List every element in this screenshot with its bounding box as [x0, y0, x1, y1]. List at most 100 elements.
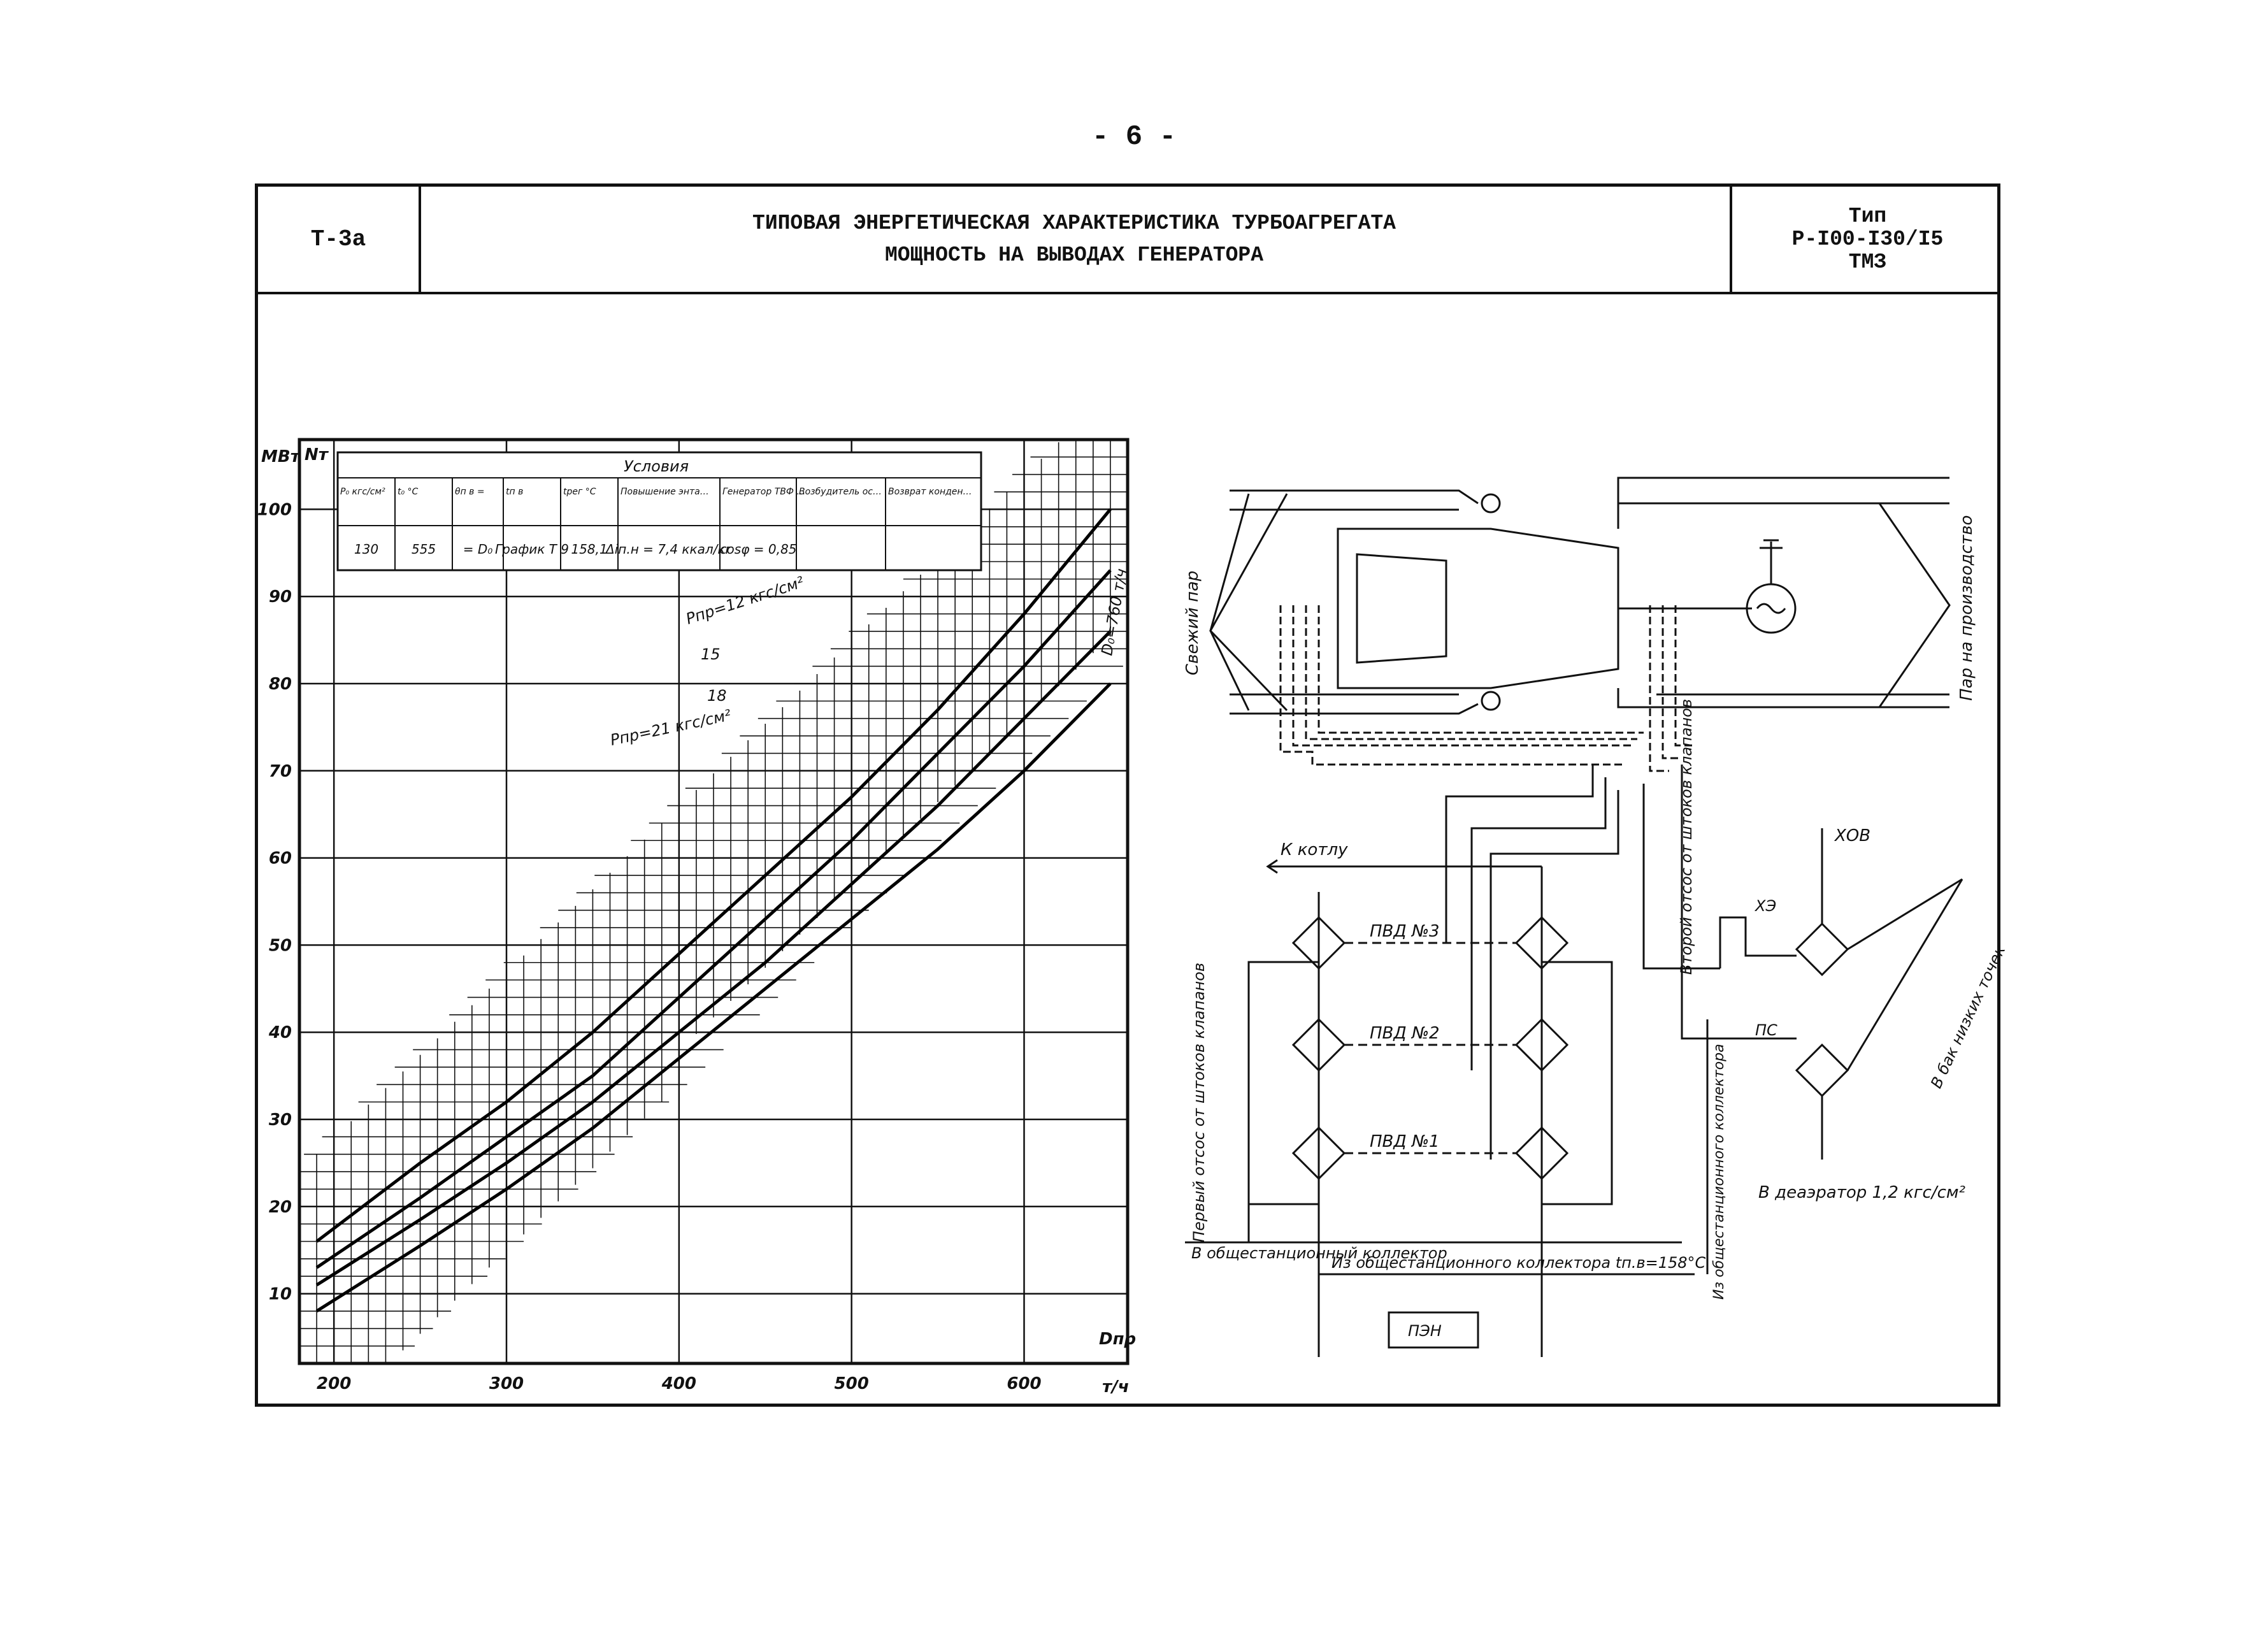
title-block: Т-3а ТИПОВАЯ ЭНЕРГЕТИЧЕСКАЯ ХАРАКТЕРИСТИ… [258, 187, 1997, 294]
title-line-1: ТИПОВАЯ ЭНЕРГЕТИЧЕСКАЯ ХАРАКТЕРИСТИКА ТУ… [752, 211, 1396, 235]
conditions-header-cell: tрег °C [563, 487, 596, 497]
y-tick-label: 90 [269, 587, 292, 607]
conditions-value-cell: = D₀ [463, 542, 493, 557]
exhaust-duct-low [1617, 688, 1949, 708]
y-tick-label: 50 [269, 936, 292, 955]
type-maker: ТМЗ [1848, 250, 1887, 274]
pen-label: ПЭН [1408, 1322, 1442, 1340]
fresh-steam-line-top [1230, 489, 1479, 505]
to-boiler-label: К котлу [1281, 840, 1348, 859]
x-tick-label: 400 [661, 1374, 696, 1393]
pvd1-label: ПВД №1 [1370, 1132, 1440, 1151]
conditions-value-cell: График Т 9 [495, 542, 569, 557]
extraction-line-1 [1489, 790, 1619, 1160]
second-leak-line [1642, 784, 1720, 970]
y-tick-label: 60 [269, 849, 292, 868]
page-number: - 6 - [1091, 121, 1177, 153]
type-model: Р-I00-I30/I5 [1791, 227, 1944, 251]
conditions-header-cell: t₀ °C [398, 487, 419, 497]
conditions-header-cell: Генератор ТВФ … [722, 487, 805, 497]
to-common-header-label: В общестанционный коллектор [1191, 1244, 1447, 1262]
low-points-line-2 [1846, 879, 1963, 1071]
fresh-steam-v2 [1209, 493, 1250, 711]
exhaust-duct [1617, 477, 1949, 529]
conditions-header-cell: θп в = [455, 487, 485, 497]
x-tick-label: 500 [835, 1374, 869, 1393]
x-tick-label: 600 [1007, 1374, 1041, 1393]
y-tick-label: 20 [269, 1198, 292, 1217]
fresh-steam-label: Свежий пар [1183, 571, 1202, 675]
fresh-steam-v [1209, 493, 1288, 712]
fresh-steam-line-low2 [1230, 703, 1479, 715]
bypass-loop-right [1540, 961, 1613, 1205]
curve-annotation: 18 [707, 687, 727, 705]
conditions-table [336, 451, 982, 571]
y-tick-label: 100 [257, 500, 292, 519]
conditions-header-cell: P₀ кгс/см² [340, 487, 385, 497]
y-tick-label: 70 [269, 762, 292, 781]
deaerator-label: В деаэратор 1,2 кгс/см² [1758, 1183, 1965, 1202]
second-leak-label: Второй отсос от штоков клапанов [1677, 699, 1695, 975]
stop-valve-bottom [1481, 691, 1501, 711]
x-tick-label: 300 [489, 1374, 524, 1393]
curve-annotation: 15 [701, 645, 721, 663]
stop-valve-top [1481, 493, 1501, 514]
conditions-value-cell: 555 [412, 542, 436, 557]
conditions-header-cell: tп в [506, 487, 523, 497]
series-line-3 [315, 630, 1112, 1287]
y-unit-label: МВт [261, 447, 301, 466]
ps-heater [1795, 1043, 1849, 1098]
conditions-title: Условия [624, 457, 689, 475]
series-line-4 [315, 682, 1112, 1313]
conditions-value-cell: 158,1 [571, 542, 607, 557]
x-tick-label: 200 [317, 1374, 351, 1393]
he-label: ХЭ [1754, 897, 1776, 915]
ps-label: ПС [1755, 1021, 1777, 1039]
turbine-casing [1337, 528, 1619, 689]
series-line-1 [315, 508, 1112, 1243]
from-common-header-vertical-label: Из общестанционного коллектора [1711, 1044, 1727, 1300]
to-boiler-arrow [1266, 859, 1278, 874]
he-heater [1795, 922, 1849, 977]
conditions-header-cell: Повышение энта… [621, 487, 709, 497]
drawing-frame: Т-3а ТИПОВАЯ ЭНЕРГЕТИЧЕСКАЯ ХАРАКТЕРИСТИ… [255, 183, 2000, 1407]
x-axis-label: Dпр [1099, 1330, 1136, 1349]
turbine-rotor [1356, 553, 1447, 664]
hov-label: ХОВ [1834, 826, 1870, 845]
type-label: Тип [1848, 204, 1887, 228]
pen-pump-box [1388, 1311, 1479, 1349]
conditions-header-cell: Возврат конден… [888, 487, 972, 497]
sheet-code: Т-3а [258, 187, 421, 292]
conditions-header-cell: Возбудитель ос… [799, 487, 882, 497]
extraction-line-2 [1470, 777, 1607, 1070]
title-line-2: МОЩНОСТЬ НА ВЫВОДАХ ГЕНЕРАТОРА [884, 243, 1264, 267]
pvd2-label: ПВД №2 [1370, 1024, 1440, 1043]
seal-lines-left [1279, 605, 1644, 766]
from-common-header-label: Из общестанционного коллектора tп.в=158°… [1331, 1254, 1706, 1272]
seal-lines-right [1649, 605, 1695, 772]
y-tick-label: 10 [269, 1285, 292, 1304]
low-points-line [1847, 878, 1963, 951]
generator-wave [1756, 603, 1786, 614]
low-points-label: В бак низких точек [1927, 942, 2009, 1091]
y-tick-label: 40 [268, 1023, 292, 1042]
pvd3-label: ПВД №3 [1370, 922, 1440, 941]
sheet-title: ТИПОВАЯ ЭНЕРГЕТИЧЕСКАЯ ХАРАКТЕРИСТИКА ТУ… [421, 187, 1727, 292]
series-line-2 [315, 569, 1112, 1269]
y-tick-label: 80 [269, 675, 292, 694]
production-v [1878, 503, 1951, 708]
extraction-line-3 [1445, 765, 1594, 943]
x-unit-label: т/ч [1102, 1377, 1129, 1397]
conditions-value-cell: 130 [354, 542, 378, 557]
y-tick-label: 30 [269, 1110, 292, 1130]
turbine-type: Тип Р-I00-I30/I5 ТМЗ [1730, 187, 2003, 292]
he-steam [1719, 916, 1797, 968]
conditions-value-cell: Δiп.н = 7,4 ккал/кг [605, 542, 732, 557]
conditions-value-cell: cosφ = 0,85 [720, 542, 797, 557]
first-leak-label: Первый отсос от штоков клапанов [1190, 963, 1208, 1242]
ps-steam [1681, 765, 1797, 1040]
conditions-col [885, 477, 982, 571]
plot-area [298, 438, 1130, 1365]
y-axis-label: Nт [305, 445, 329, 464]
